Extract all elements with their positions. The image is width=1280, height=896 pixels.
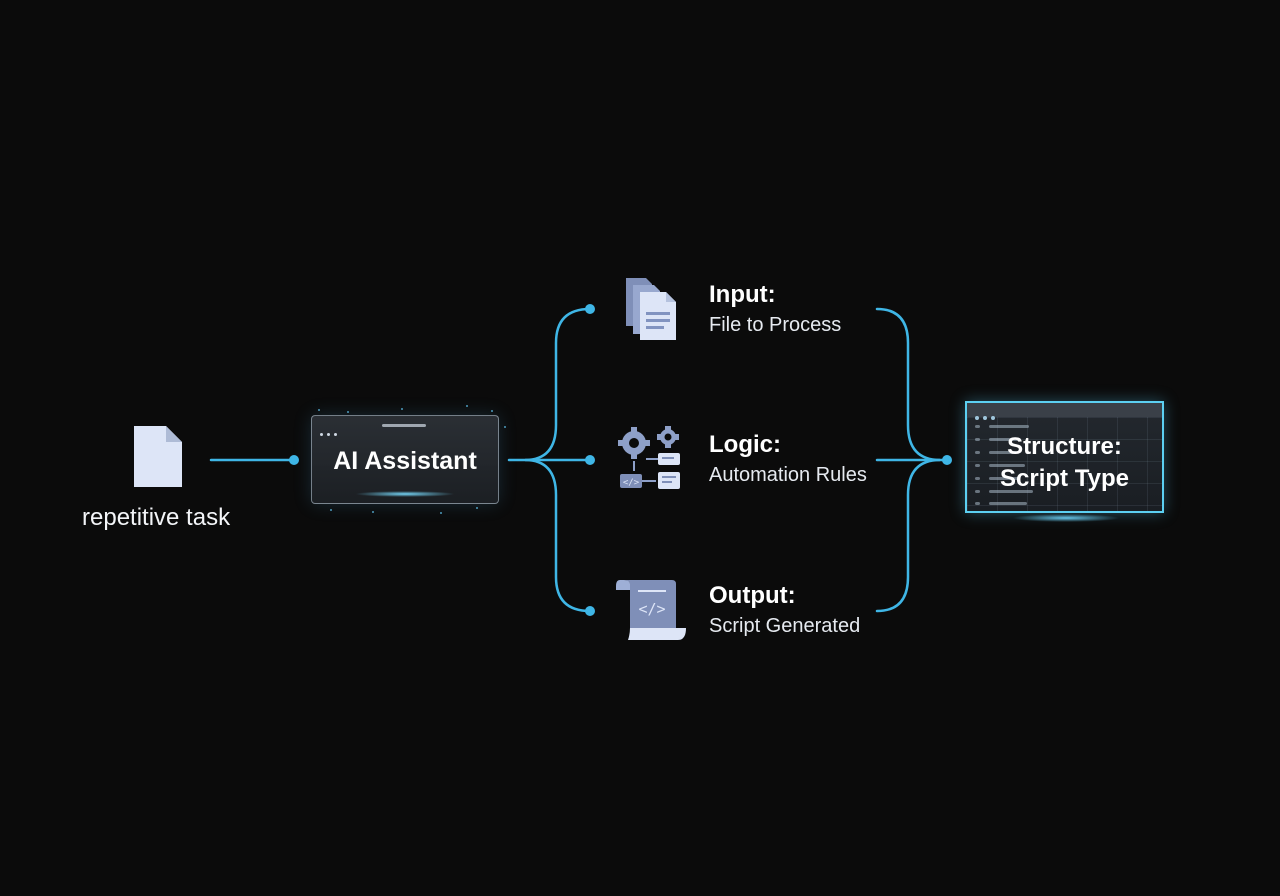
connector-node-logic (585, 455, 595, 465)
window-dots (975, 407, 999, 425)
structure-text: Structure: Script Type (967, 431, 1162, 495)
connector-node-structure (942, 455, 952, 465)
input-title: Input: (709, 281, 776, 308)
connector-node-assistant (289, 455, 299, 465)
output-subtitle: Script Generated (709, 615, 861, 637)
svg-text:</>: </> (623, 478, 640, 488)
assistant-glow (355, 491, 455, 497)
structure-line-1: Structure: (1007, 433, 1122, 460)
logic-title: Logic: (709, 431, 781, 458)
input-subtitle: File to Process (709, 314, 842, 336)
connector-node-input (585, 304, 595, 314)
structure-line-2: Script Type (1000, 465, 1129, 492)
window-title-bar (382, 424, 426, 427)
connector-brace-left (524, 307, 592, 613)
files-icon (622, 276, 686, 342)
structure-card: Structure: Script Type (965, 401, 1164, 513)
gears-flow-icon: </> (614, 425, 680, 491)
code-scroll-icon: </> (614, 576, 686, 642)
ai-assistant-label: AI Assistant (333, 447, 477, 475)
output-title: Output: (709, 582, 796, 609)
connector-brace-right (875, 307, 941, 613)
document-icon (130, 424, 186, 490)
ai-assistant-card: AI Assistant (311, 415, 499, 504)
structure-glow (1012, 514, 1120, 522)
task-label: repetitive task (82, 504, 231, 531)
window-dots (320, 423, 341, 441)
connector-node-output (585, 606, 595, 616)
svg-text:</>: </> (638, 600, 665, 618)
logic-subtitle: Automation Rules (709, 464, 867, 486)
